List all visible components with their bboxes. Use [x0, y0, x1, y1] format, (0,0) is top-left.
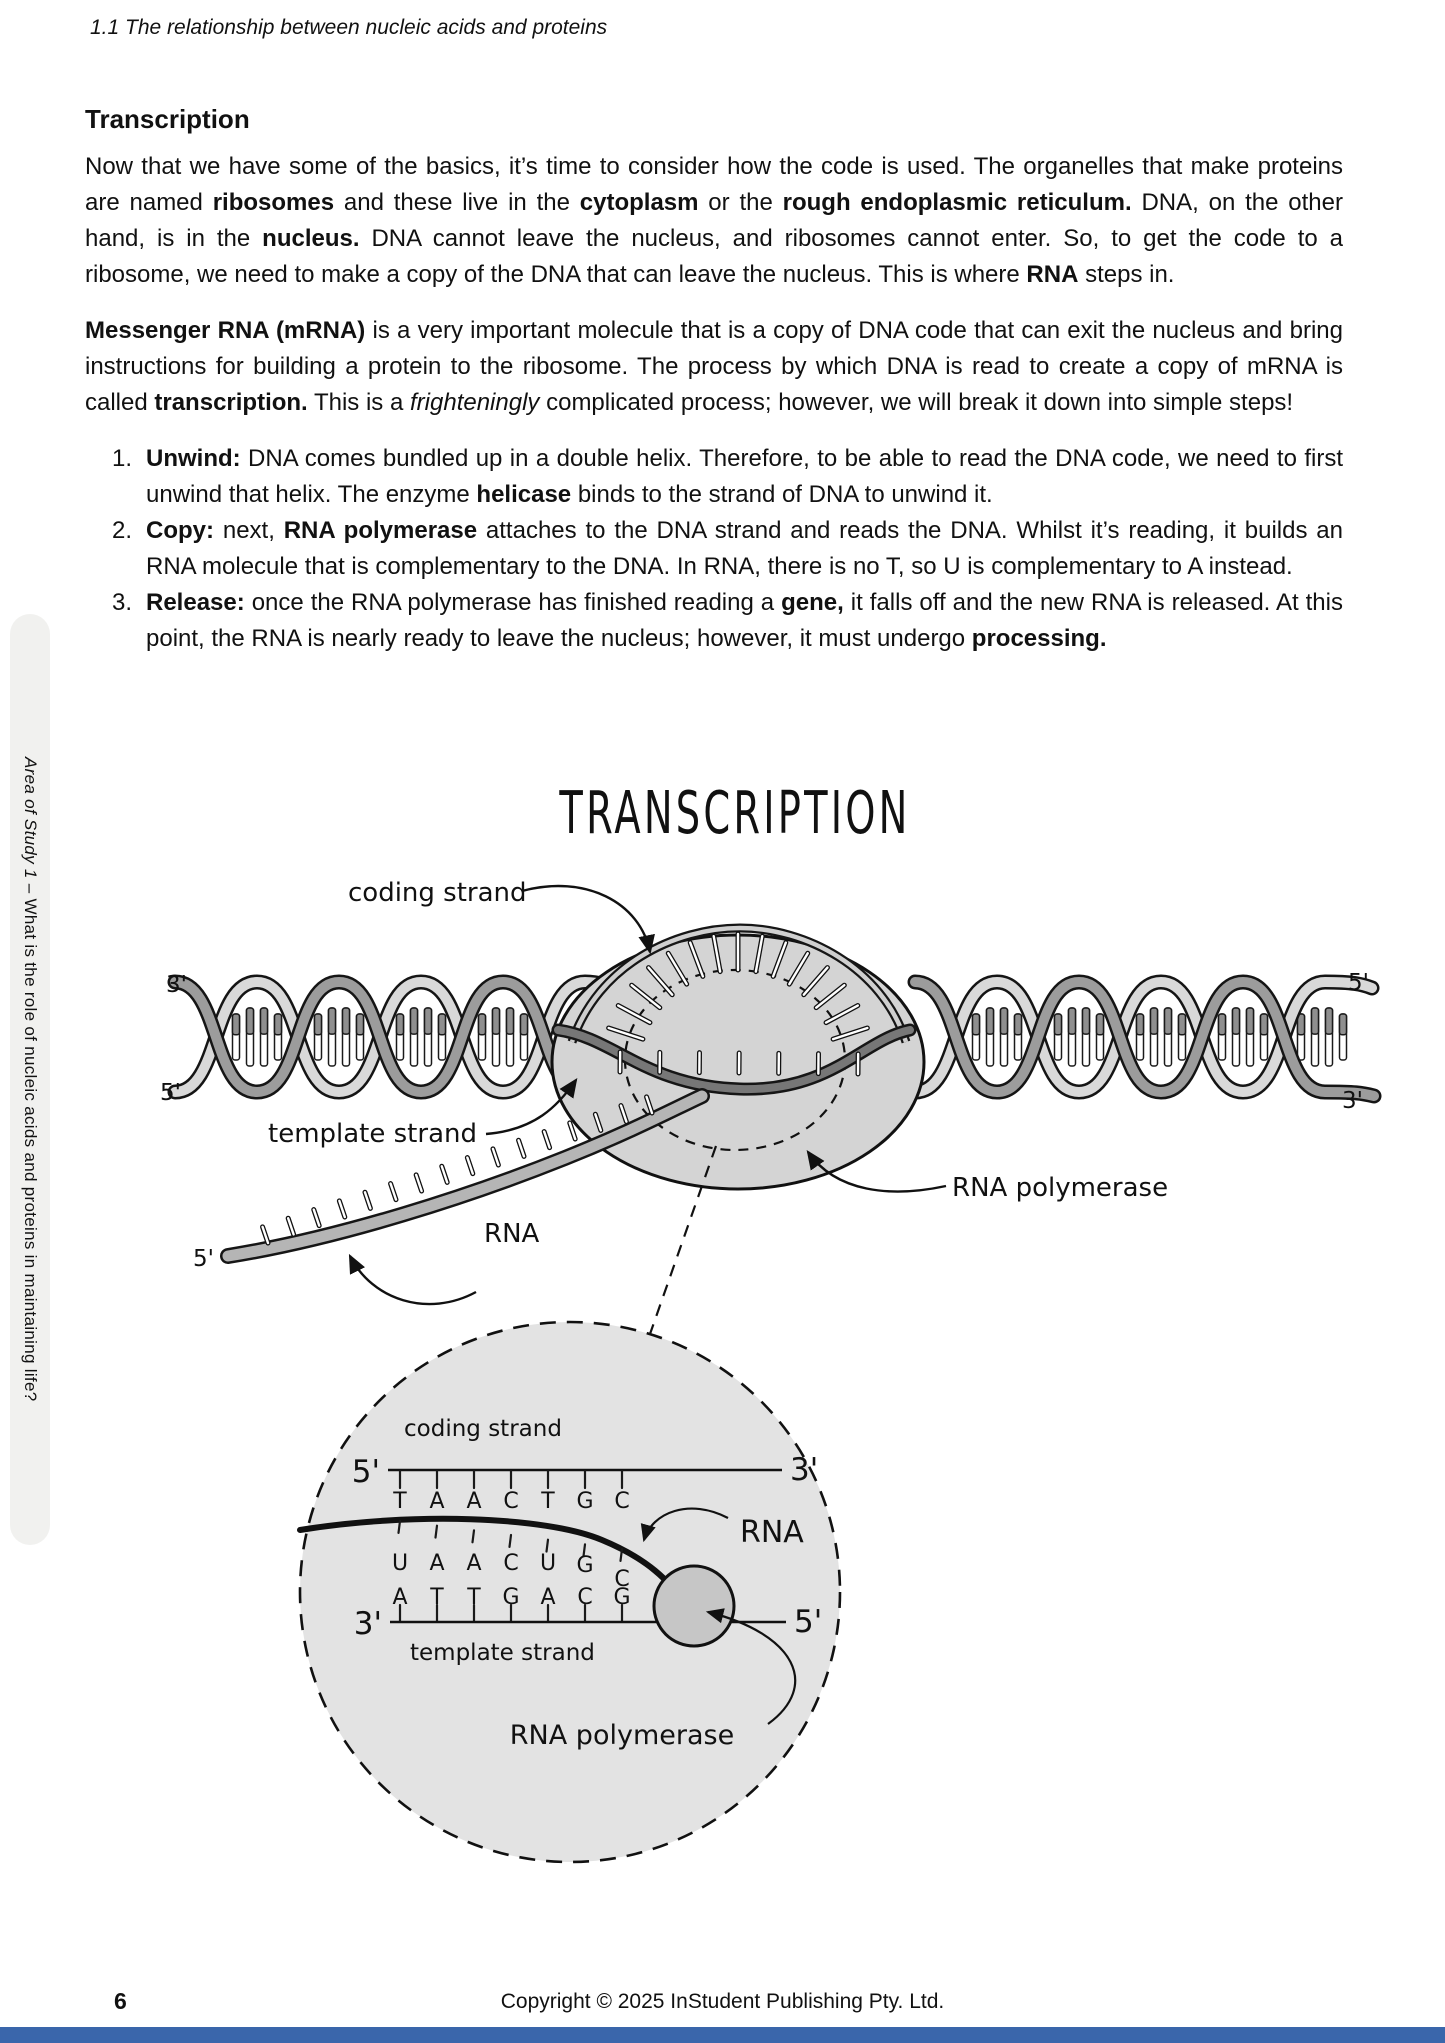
diagram-title: TRANSCRIPTION	[559, 779, 911, 848]
sequence-letter: A	[429, 1551, 444, 1576]
template-strand-label: template strand	[268, 1119, 477, 1149]
base-pairs-left	[231, 1007, 529, 1067]
template-base-ticks	[617, 1049, 861, 1077]
step-number: 1.	[112, 445, 133, 472]
five-prime-label-top-right: 5'	[1348, 970, 1369, 996]
svg-text:TRANSCRIPTION: TRANSCRIPTION	[559, 779, 911, 848]
sidebar-tab-label-italic: Area of Study 1 –	[21, 757, 40, 899]
five-prime-label-bottom-left: 5'	[160, 1080, 181, 1106]
page-footer: 6 Copyright © 2025 InStudent Publishing …	[0, 1988, 1445, 2022]
inset-dashed-circle	[298, 1320, 842, 1864]
sidebar-tab-label: Area of Study 1 – What is the role of nu…	[20, 757, 40, 1401]
rna-polymerase-arrow	[806, 1150, 947, 1193]
coding-strand-label: coding strand	[348, 878, 527, 908]
paragraph-mrna: Messenger RNA (mRNA) is a very important…	[85, 317, 1343, 416]
rna-label: RNA	[484, 1219, 540, 1249]
inset-rna-ticks	[397, 1519, 624, 1563]
sequence-letter: C	[503, 1489, 518, 1514]
inset-rna-polymerase-arrow	[705, 1608, 797, 1725]
step-number: 2.	[112, 517, 133, 544]
inset-coding-five-prime: 5'	[352, 1454, 380, 1490]
sequence-letter: A	[540, 1585, 555, 1610]
step-text: Unwind: DNA comes bundled up in a double…	[146, 445, 1343, 508]
main-content: Transcription Now that we have some of t…	[85, 104, 1343, 657]
step-number: 3.	[112, 589, 133, 616]
paragraph-intro: Now that we have some of the basics, it’…	[85, 153, 1344, 288]
sequence-letter: U	[540, 1551, 556, 1576]
inset-rna-polymerase-label: RNA polymerase	[510, 1720, 734, 1751]
sequence-letter: A	[466, 1489, 481, 1514]
sequence-letter: T	[392, 1489, 407, 1514]
transcription-steps-list: 1. Unwind: DNA comes bundled up in a dou…	[85, 441, 1343, 657]
rna-strand	[220, 1088, 710, 1264]
rna-polymerase-blob	[550, 923, 926, 1191]
rna-polymerase-label: RNA polymerase	[952, 1173, 1168, 1203]
sequence-letter: A	[392, 1585, 407, 1610]
footer-accent-bar	[0, 2027, 1445, 2043]
inset-template-five-prime: 5'	[794, 1604, 822, 1640]
breadcrumb: 1.1 The relationship between nucleic aci…	[90, 16, 608, 39]
five-prime-label-rna-tip: 5'	[193, 1246, 214, 1272]
dna-back-strand-right-fill	[910, 976, 1377, 1098]
sequence-letter: G	[576, 1489, 593, 1514]
sequence-letter: T	[429, 1585, 444, 1610]
sequence-letter: G	[613, 1585, 630, 1610]
inset-rna-label: RNA	[740, 1515, 804, 1550]
rna-arrow	[348, 1253, 477, 1306]
template-strand-arrow	[485, 1078, 578, 1136]
sequence-letter: T	[540, 1489, 555, 1514]
sequence-letter: C	[577, 1585, 592, 1610]
inset-coding-three-prime: 3'	[790, 1452, 818, 1488]
sequence-letter: U	[392, 1551, 408, 1576]
dna-back-strand-left-fill	[170, 976, 657, 1098]
step-copy: 2. Copy: next, RNA polymerase attaches t…	[85, 513, 1343, 585]
base-pairs-right	[971, 1007, 1348, 1067]
magnified-inset: coding strand 5' 3' T A A C T G C U A A …	[297, 1320, 842, 1864]
bubble-template-strand-fill	[554, 1026, 914, 1094]
sequence-letter: C	[503, 1551, 518, 1576]
inset-template-strand-label: template strand	[410, 1640, 595, 1666]
sequence-letter: C	[614, 1489, 629, 1514]
sidebar-tab-label-rest: What is the role of nucleic acids and pr…	[21, 898, 40, 1402]
inset-coding-strand-label: coding strand	[404, 1416, 562, 1442]
three-prime-label-top-left: 3'	[166, 972, 187, 998]
inset-rna-arrow	[640, 1507, 729, 1543]
sequence-letter: T	[466, 1585, 481, 1610]
step-text: Copy: next, RNA polymerase attaches to t…	[146, 517, 1343, 580]
rna-base-ticks	[260, 1094, 655, 1246]
step-text: Release: once the RNA polymerase has fin…	[146, 589, 1343, 652]
sequence-letter: G	[502, 1585, 519, 1610]
section-heading: Transcription	[85, 104, 250, 134]
sequence-letter: G	[576, 1553, 593, 1578]
sidebar-tab-area-of-study: Area of Study 1 – What is the role of nu…	[10, 614, 50, 1545]
bubble-arc-base-ticks	[606, 931, 870, 1042]
inset-coding-ticks	[398, 1469, 624, 1490]
dna-front-strand-right-fill	[910, 976, 1379, 1101]
three-prime-label-bottom-right: 3'	[1342, 1088, 1363, 1114]
sequence-letter: A	[429, 1489, 444, 1514]
inset-rna-polymerase-circle	[652, 1564, 736, 1648]
inset-rna-curve	[297, 1515, 693, 1611]
sequence-letter: A	[466, 1551, 481, 1576]
inset-template-ticks	[398, 1603, 624, 1623]
coding-strand-arrow	[521, 884, 655, 955]
step-unwind: 1. Unwind: DNA comes bundled up in a dou…	[85, 441, 1343, 513]
bubble-coding-arc-fill	[569, 925, 909, 1043]
footer-page-number: 6	[114, 1988, 127, 2014]
footer-copyright: Copyright © 2025 InStudent Publishing Pt…	[500, 1990, 945, 2013]
step-release: 3. Release: once the RNA polymerase has …	[85, 585, 1343, 657]
sequence-letter: C	[614, 1567, 629, 1592]
transcription-diagram: TRANSCRIPTION 3' 5' 5' 3'	[160, 779, 1382, 1864]
inset-template-three-prime: 3'	[354, 1606, 382, 1642]
